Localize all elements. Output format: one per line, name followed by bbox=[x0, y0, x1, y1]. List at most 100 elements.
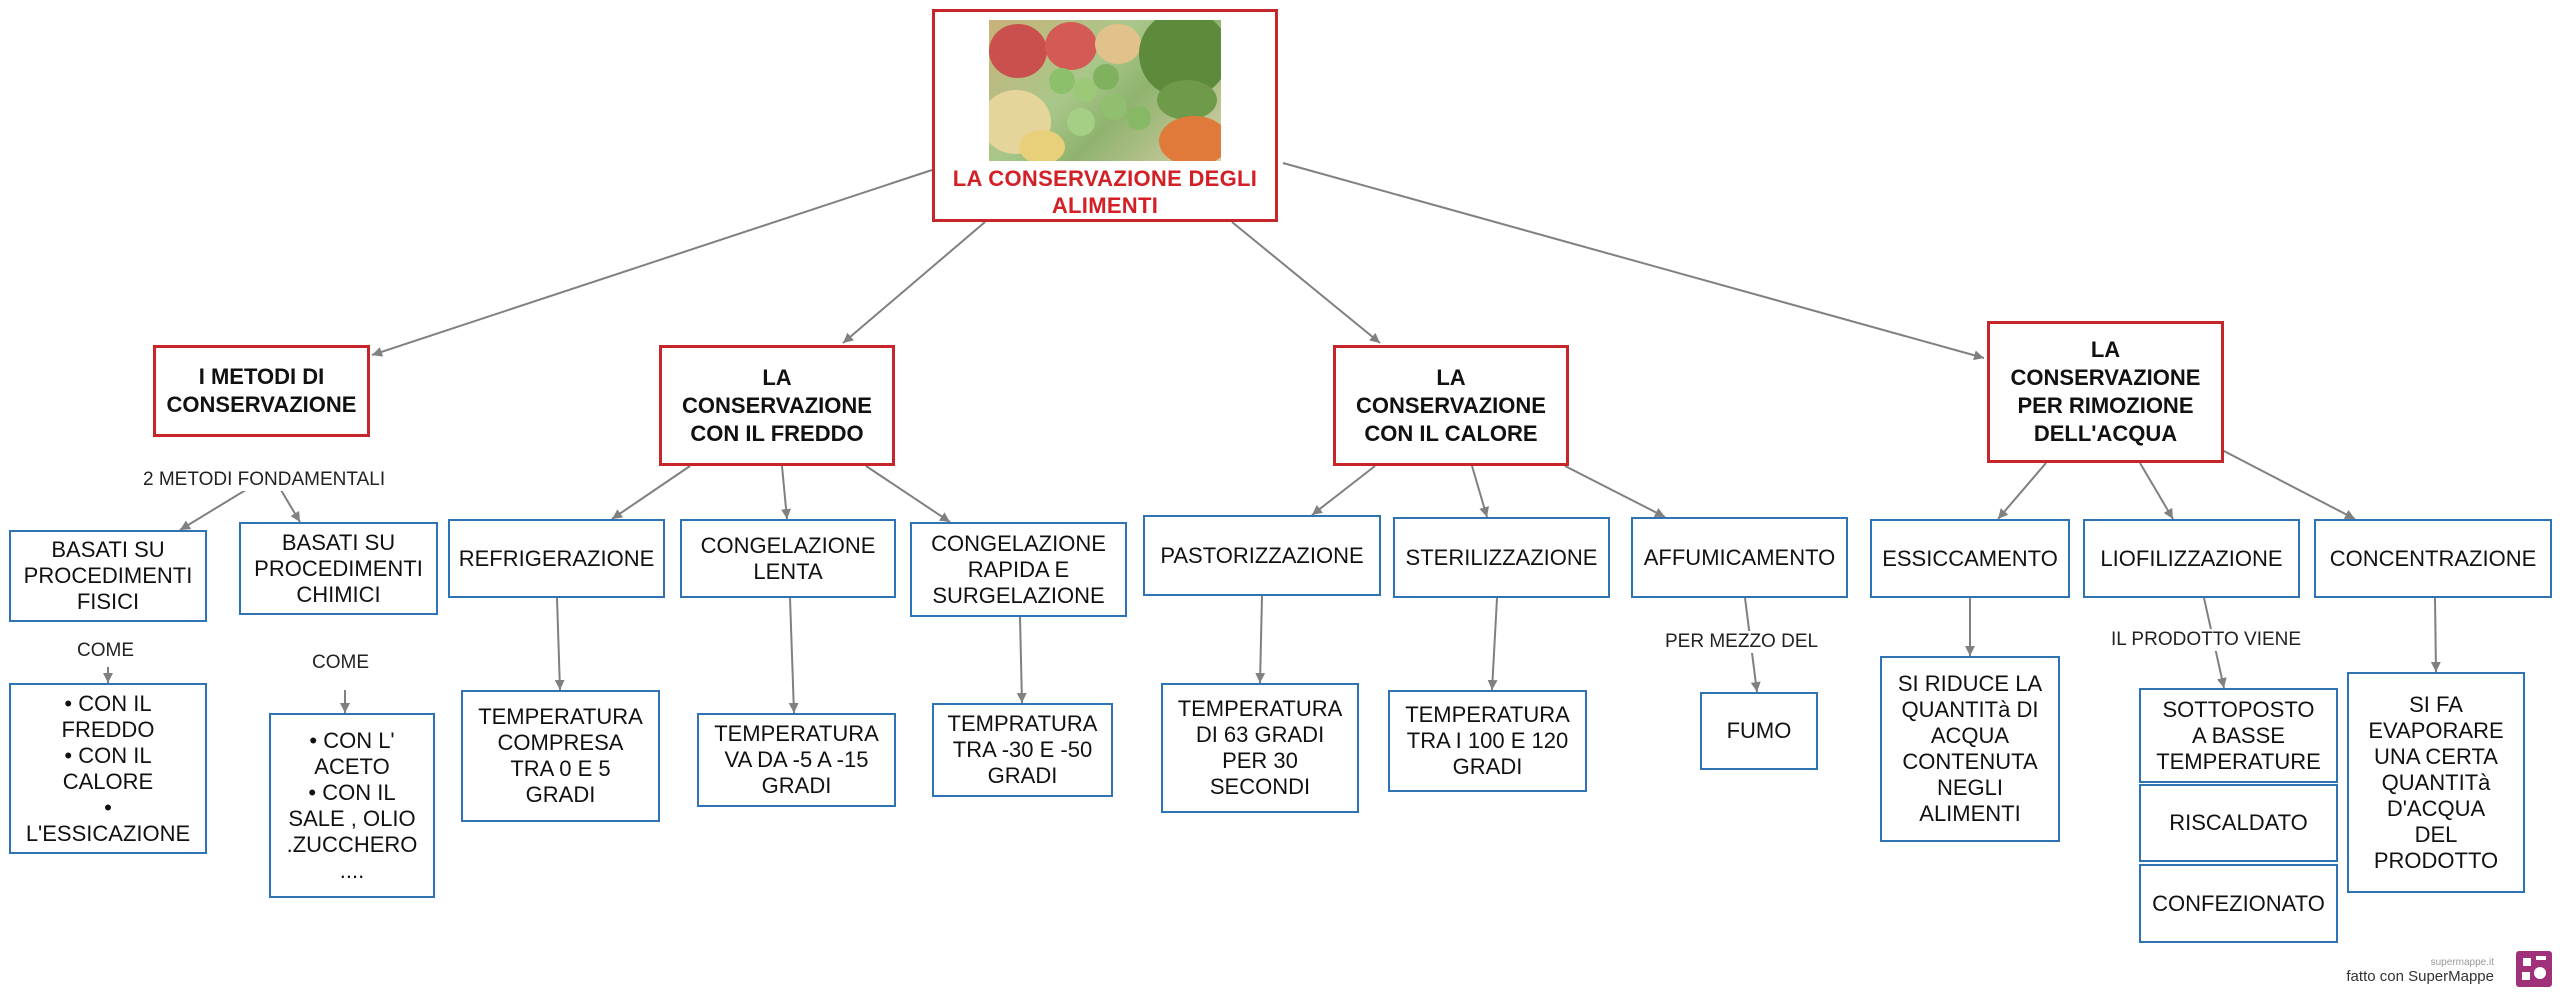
node-chimici-line-1: BASATI SU bbox=[281, 529, 396, 555]
node-congelazione-lenta: CONGELAZIONE LENTA bbox=[680, 519, 896, 598]
category-metodi-line-2: CONSERVAZIONE bbox=[166, 392, 357, 417]
node-riduce-line-2: QUANTITà DI bbox=[1901, 697, 2039, 722]
node-pastorizzazione: PASTORIZZAZIONE bbox=[1143, 515, 1381, 596]
edge-freddo-refrig bbox=[611, 465, 691, 520]
node-riduce: SI RIDUCE LA QUANTITà DI ACQUA CONTENUTA… bbox=[1880, 656, 2060, 842]
category-acqua: LA CONSERVAZIONE PER RIMOZIONE DELL'ACQU… bbox=[1987, 321, 2224, 463]
node-temp-pastorizzazione-line-1: TEMPERATURA bbox=[1177, 696, 1343, 721]
node-sottoposto-line-2: A BASSE bbox=[2192, 722, 2285, 748]
node-temp-refrigerazione-line-4: GRADI bbox=[525, 782, 596, 807]
node-chimici-list-line-4: SALE , OLIO bbox=[288, 805, 416, 831]
edge-freddo-rapida bbox=[865, 465, 951, 523]
node-confezionato: CONFEZIONATO bbox=[2139, 864, 2338, 943]
edge-root-metodi bbox=[371, 169, 933, 357]
frozen-vegetables-image bbox=[989, 20, 1221, 161]
node-chimici-line-3: CHIMICI bbox=[296, 581, 381, 607]
node-chimici-list: • CON L' ACETO • CON IL SALE , OLIO .ZUC… bbox=[269, 713, 435, 898]
node-sottoposto-line-3: TEMPERATURE bbox=[2156, 748, 2321, 774]
edge-freddo-lenta bbox=[781, 465, 792, 520]
node-congelazione-rapida-line-2: RAPIDA E bbox=[967, 556, 1070, 582]
node-fisici-line-3: FISICI bbox=[76, 589, 140, 614]
node-temp-refrigerazione: TEMPERATURA COMPRESA TRA 0 E 5 GRADI bbox=[461, 690, 660, 822]
edge-label-per-mezzo: PER MEZZO DEL bbox=[1662, 631, 1822, 653]
node-sterilizzazione-label: STERILIZZAZIONE bbox=[1405, 544, 1598, 570]
node-fisici-list-line-3: • CON IL bbox=[64, 742, 152, 768]
root-title-line-1: LA CONSERVAZIONE DEGLI bbox=[952, 166, 1258, 191]
node-essiccamento: ESSICCAMENTO bbox=[1870, 519, 2070, 598]
edge-past-temp bbox=[1255, 595, 1266, 684]
node-riduce-line-3: ACQUA bbox=[1930, 723, 2010, 748]
edge-calore-steril bbox=[1471, 465, 1489, 518]
node-temp-sterilizzazione-line-3: GRADI bbox=[1452, 754, 1523, 779]
edge-acqua-liofil bbox=[2139, 462, 2174, 520]
node-congelazione-lenta-line-2: LENTA bbox=[753, 558, 823, 584]
category-freddo-line-1: LA bbox=[762, 364, 792, 390]
category-freddo-line-2: CONSERVAZIONE bbox=[682, 392, 872, 418]
node-chimici-list-line-3: • CON IL bbox=[308, 779, 396, 805]
node-chimici-list-line-2: ACETO bbox=[314, 753, 390, 779]
node-temp-lenta-line-2: VA DA -5 A -15 bbox=[724, 747, 869, 772]
node-essiccamento-label: ESSICCAMENTO bbox=[1882, 545, 2058, 571]
node-evaporare-line-6: DEL bbox=[2414, 821, 2458, 847]
node-temp-lenta-line-1: TEMPERATURA bbox=[714, 721, 879, 746]
edge-acqua-essic bbox=[1997, 462, 2047, 520]
node-chimici-list-line-6: .... bbox=[339, 857, 365, 883]
node-pastorizzazione-label: PASTORIZZAZIONE bbox=[1160, 542, 1364, 568]
node-chimici-list-line-1: • CON L' bbox=[309, 727, 395, 753]
node-temp-rapida: TEMPRATURA TRA -30 E -50 GRADI bbox=[932, 703, 1113, 797]
node-affumicamento: AFFUMICAMENTO bbox=[1631, 517, 1848, 598]
node-sottoposto: SOTTOPOSTO A BASSE TEMPERATURE bbox=[2139, 688, 2338, 783]
node-congelazione-lenta-line-1: CONGELAZIONE bbox=[700, 532, 876, 558]
node-evaporare-line-1: SI FA bbox=[2409, 691, 2463, 717]
node-congelazione-rapida-line-1: CONGELAZIONE bbox=[931, 530, 1106, 556]
category-calore-line-3: CON IL CALORE bbox=[1364, 420, 1538, 446]
node-fisici-list-line-2: FREDDO bbox=[61, 716, 155, 742]
node-riduce-line-4: CONTENUTA bbox=[1902, 749, 2038, 774]
edge-label-come-fisici: COME bbox=[74, 640, 137, 662]
node-riscaldato-label: RISCALDATO bbox=[2169, 810, 2308, 835]
edge-refrig-temp bbox=[554, 597, 565, 691]
root-node: LA CONSERVAZIONE DEGLI ALIMENTI bbox=[932, 9, 1278, 222]
edge-calore-past bbox=[1311, 465, 1376, 516]
node-affumicamento-label: AFFUMICAMENTO bbox=[1643, 544, 1836, 570]
node-chimici-line-2: PROCEDIMENTI bbox=[254, 555, 423, 581]
root-title-line-2: ALIMENTI bbox=[1051, 193, 1159, 218]
node-refrigerazione: REFRIGERAZIONE bbox=[448, 519, 665, 598]
category-metodi-line-1: I METODI DI bbox=[198, 364, 325, 389]
edge-lenta-temp bbox=[788, 597, 799, 714]
node-temp-pastorizzazione-line-2: DI 63 GRADI bbox=[1195, 722, 1325, 747]
node-temp-rapida-line-3: GRADI bbox=[987, 763, 1058, 788]
node-temp-refrigerazione-line-2: COMPRESA bbox=[497, 730, 624, 755]
edge-label-come-chimici: COME bbox=[309, 652, 372, 674]
node-evaporare-line-5: D'ACQUA bbox=[2386, 795, 2486, 821]
node-temp-rapida-line-2: TRA -30 E -50 bbox=[952, 737, 1093, 762]
node-temp-rapida-line-1: TEMPRATURA bbox=[947, 711, 1098, 736]
node-temp-pastorizzazione-line-4: SECONDI bbox=[1209, 774, 1311, 799]
category-acqua-line-1: LA bbox=[2090, 337, 2121, 362]
footer-made-with: fatto con SuperMappe bbox=[2346, 968, 2494, 985]
node-fumo-label: FUMO bbox=[1726, 718, 1792, 743]
node-temp-refrigerazione-line-1: TEMPERATURA bbox=[478, 704, 643, 729]
node-liofilizzazione-label: LIOFILIZZAZIONE bbox=[2100, 545, 2283, 571]
edge-label-prodotto-viene: IL PRODOTTO VIENE bbox=[2108, 629, 2305, 651]
node-temp-sterilizzazione-line-2: TRA I 100 E 120 bbox=[1406, 728, 1569, 753]
footer-branding: supermappe.it fatto con SuperMappe bbox=[2346, 957, 2494, 985]
node-fisici-list-line-5: • bbox=[104, 794, 112, 820]
node-evaporare-line-7: PRODOTTO bbox=[2373, 847, 2499, 873]
node-refrigerazione-label: REFRIGERAZIONE bbox=[458, 545, 655, 571]
node-fisici-list-line-1: • CON IL bbox=[64, 690, 152, 716]
category-acqua-line-4: DELL'ACQUA bbox=[2033, 421, 2178, 446]
category-freddo: LA CONSERVAZIONE CON IL FREDDO bbox=[659, 345, 895, 466]
node-liofilizzazione: LIOFILIZZAZIONE bbox=[2083, 519, 2300, 598]
node-fisici-line-1: BASATI SU bbox=[51, 537, 165, 562]
node-fumo: FUMO bbox=[1700, 692, 1818, 770]
category-metodi: I METODI DI CONSERVAZIONE bbox=[153, 345, 370, 437]
node-temp-lenta-line-3: GRADI bbox=[761, 773, 832, 798]
node-temp-refrigerazione-line-3: TRA 0 E 5 bbox=[510, 756, 611, 781]
category-calore-line-2: CONSERVAZIONE bbox=[1356, 392, 1546, 418]
node-concentrazione: CONCENTRAZIONE bbox=[2314, 519, 2552, 598]
node-sottoposto-line-1: SOTTOPOSTO bbox=[2162, 696, 2315, 722]
category-calore: LA CONSERVAZIONE CON IL CALORE bbox=[1333, 345, 1569, 466]
node-evaporare: SI FA EVAPORARE UNA CERTA QUANTITà D'ACQ… bbox=[2347, 672, 2525, 893]
node-temp-pastorizzazione: TEMPERATURA DI 63 GRADI PER 30 SECONDI bbox=[1161, 683, 1359, 813]
